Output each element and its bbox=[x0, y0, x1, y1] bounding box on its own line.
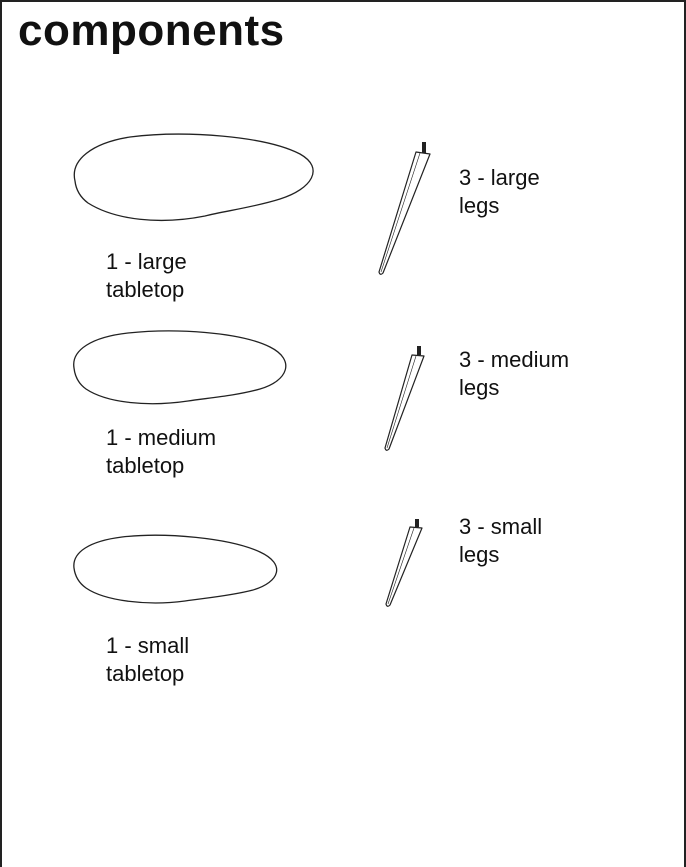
large-legs-label: 3 - large legs bbox=[459, 164, 540, 220]
large-tabletop-label: 1 - large tabletop bbox=[106, 248, 187, 304]
medium-tabletop-icon bbox=[73, 330, 287, 405]
large-legs-name: legs bbox=[459, 193, 500, 218]
small-legs-label: 3 - small legs bbox=[459, 513, 542, 569]
large-tabletop-icon bbox=[73, 133, 314, 222]
small-tabletop-name: tabletop bbox=[106, 661, 185, 686]
small-tabletop-icon bbox=[73, 534, 278, 604]
medium-tabletop-name: tabletop bbox=[106, 453, 185, 478]
small-legs-count: 3 - small bbox=[459, 514, 543, 539]
small-tabletop-label: 1 - small tabletop bbox=[106, 632, 189, 688]
medium-tabletop-label: 1 - medium tabletop bbox=[106, 424, 216, 480]
small-legs-name: legs bbox=[459, 542, 500, 567]
medium-tabletop-count: 1 - medium bbox=[106, 425, 217, 450]
medium-legs-label: 3 - medium legs bbox=[459, 346, 569, 402]
medium-leg-icon bbox=[384, 346, 425, 451]
medium-legs-count: 3 - medium bbox=[459, 347, 570, 372]
large-leg-icon bbox=[378, 142, 431, 275]
page-title: components bbox=[18, 6, 285, 55]
small-leg-icon bbox=[385, 519, 423, 607]
medium-legs-name: legs bbox=[459, 375, 500, 400]
small-tabletop-count: 1 - small bbox=[106, 633, 190, 658]
large-tabletop-name: tabletop bbox=[106, 277, 185, 302]
large-legs-count: 3 - large bbox=[459, 165, 540, 190]
large-tabletop-count: 1 - large bbox=[106, 249, 187, 274]
